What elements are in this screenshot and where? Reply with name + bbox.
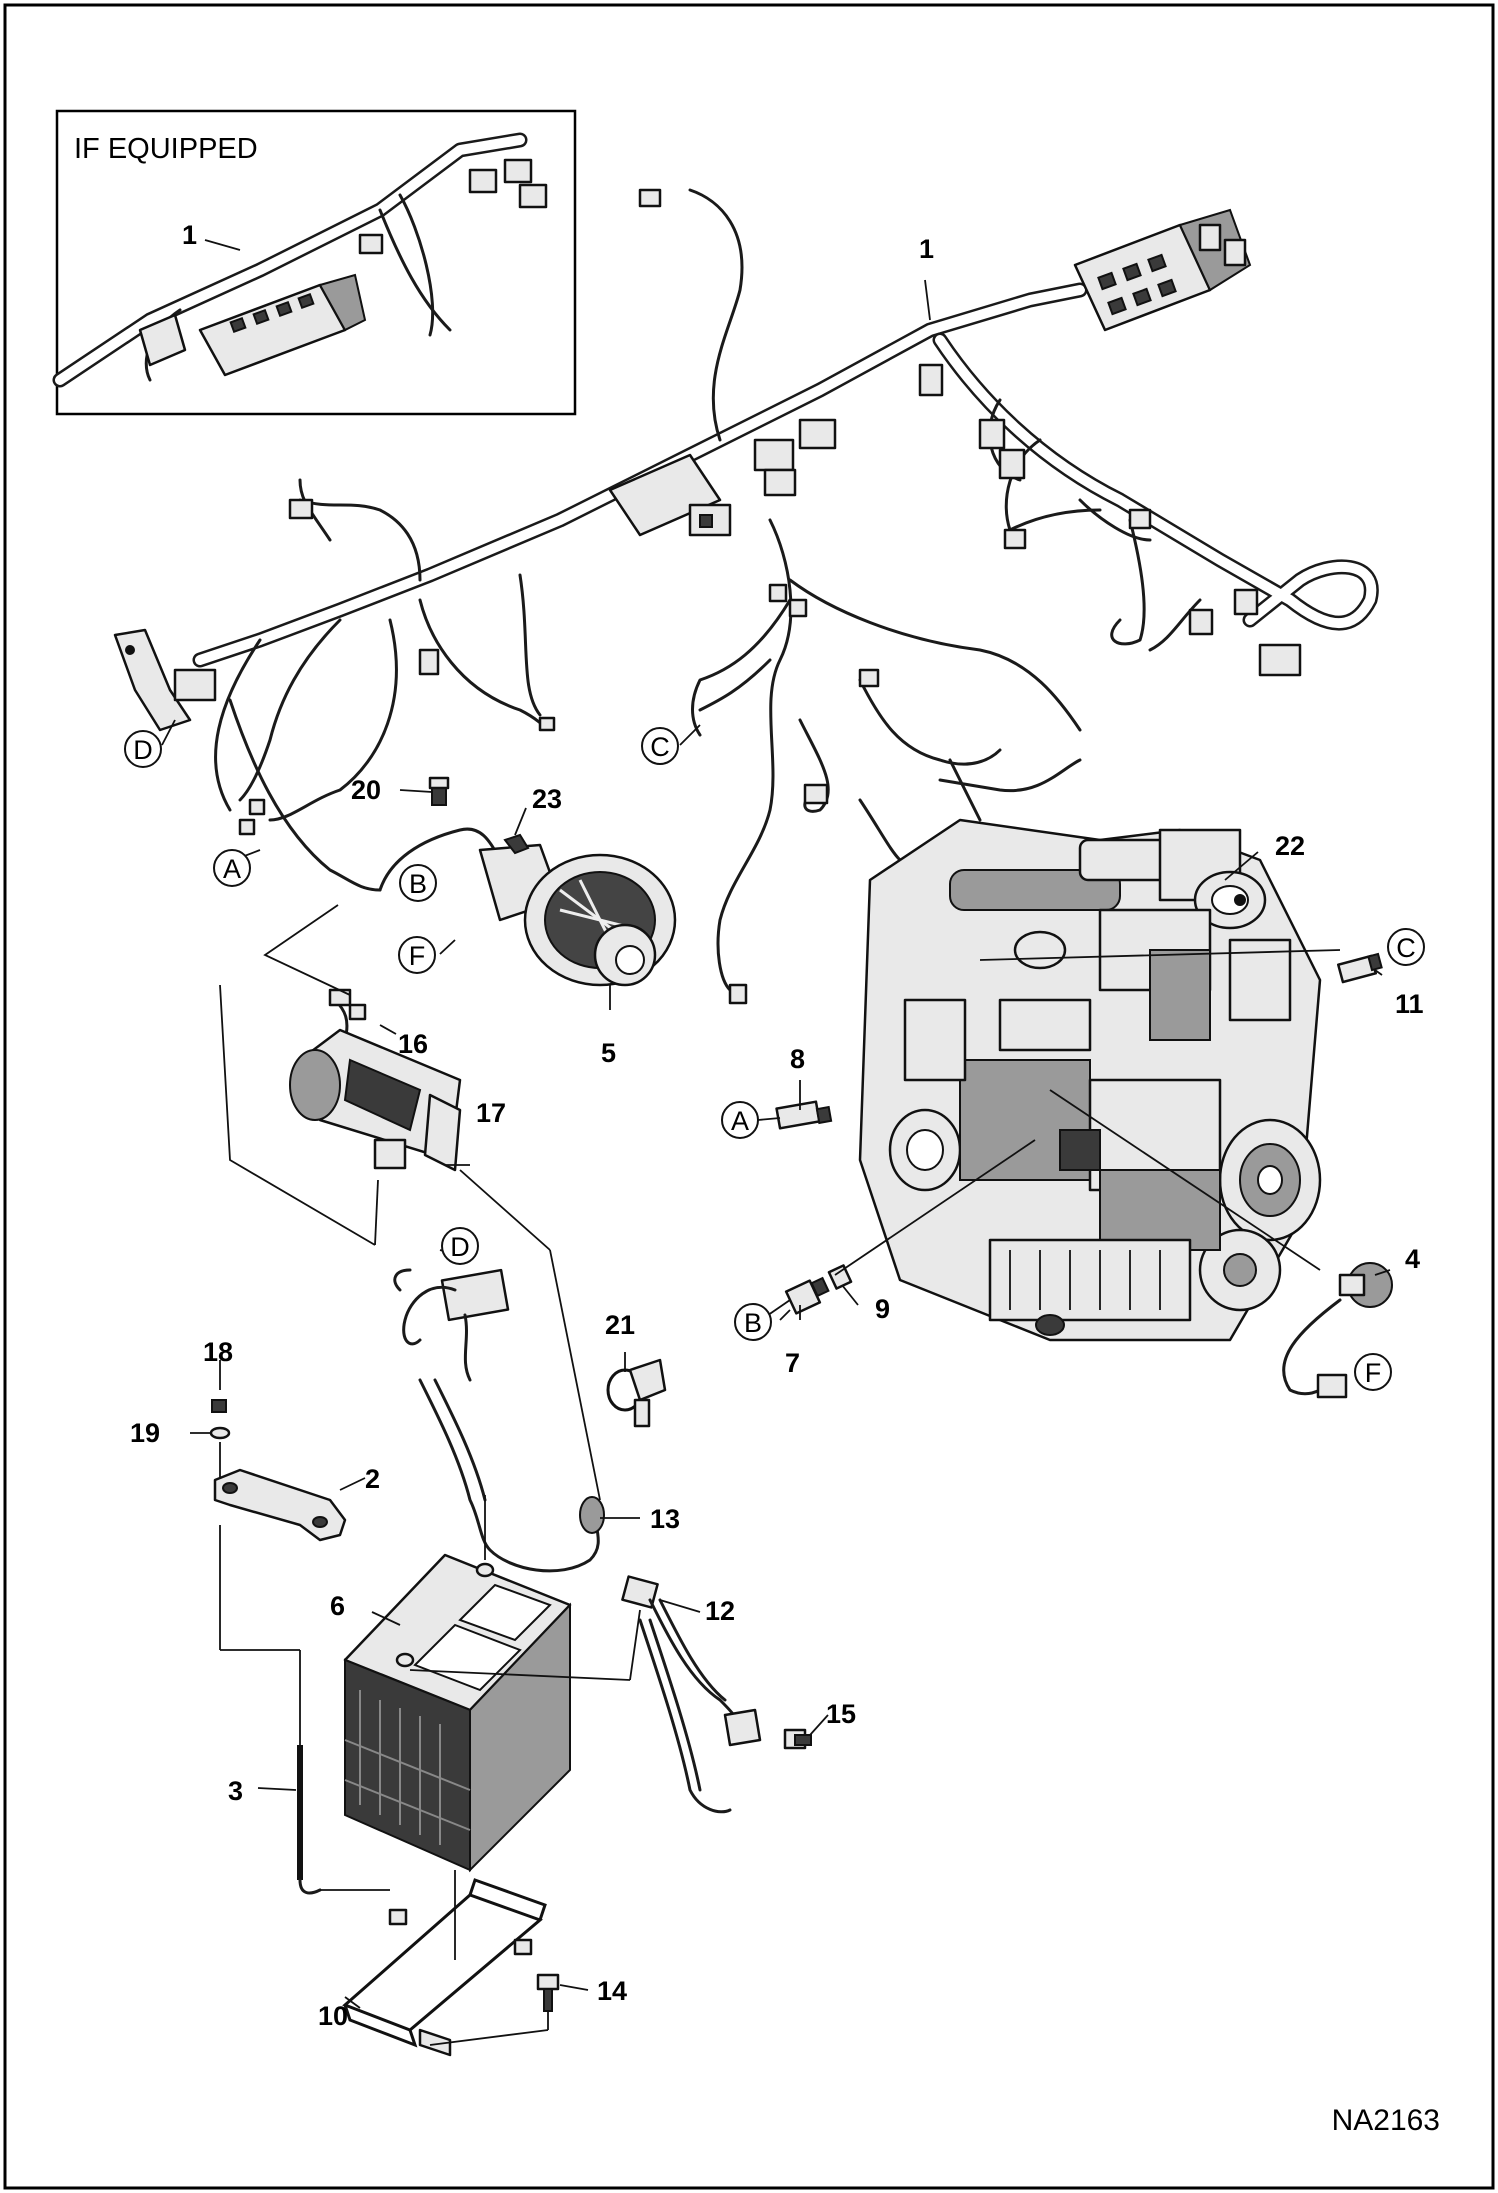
inset-panel: IF EQUIPPED 1 xyxy=(52,109,577,416)
svg-text:C: C xyxy=(650,732,670,762)
callout-2: 2 xyxy=(365,1464,380,1494)
callout-1: 1 xyxy=(919,234,934,264)
callout-8: 8 xyxy=(790,1044,805,1074)
connector-A-harness: A xyxy=(213,849,251,887)
inset-connectors xyxy=(358,158,548,255)
connector-B-sensor: B xyxy=(734,1303,772,1341)
svg-text:C: C xyxy=(1396,933,1416,963)
bolt-14 xyxy=(536,1973,560,2012)
callout-5: 5 xyxy=(601,1038,616,1068)
connector-D-harness: D xyxy=(124,730,162,768)
callout-13: 13 xyxy=(650,1504,680,1534)
callout-23: 23 xyxy=(532,784,562,814)
sensor-7 xyxy=(784,1276,830,1315)
sensor-8 xyxy=(775,1100,833,1130)
callout-7: 7 xyxy=(785,1348,800,1378)
harness-mount-bracket xyxy=(113,628,217,732)
svg-text:B: B xyxy=(744,1308,762,1338)
svg-text:F: F xyxy=(1365,1358,1382,1388)
hold-down-bracket xyxy=(213,1468,347,1542)
callout-6: 6 xyxy=(330,1591,345,1621)
connector-F-harness: F xyxy=(398,936,436,974)
battery-tray xyxy=(342,1878,547,2057)
clamp-21 xyxy=(606,1358,667,1428)
svg-text:F: F xyxy=(409,941,426,971)
inset-callout-1: 1 xyxy=(182,220,241,251)
callout-15: 15 xyxy=(826,1699,856,1729)
callout-4: 4 xyxy=(1405,1244,1420,1274)
figure-id: NA2163 xyxy=(1332,2104,1440,2137)
callout-19: 19 xyxy=(130,1418,160,1448)
battery xyxy=(343,1553,572,1873)
callout-10: 10 xyxy=(318,2001,348,2031)
callout-17: 17 xyxy=(476,1098,506,1128)
callout-22: 22 xyxy=(1275,831,1305,861)
svg-text:A: A xyxy=(731,1106,749,1136)
svg-text:A: A xyxy=(223,854,241,884)
bolt-20 xyxy=(428,776,450,806)
callout-14: 14 xyxy=(597,1976,627,2006)
nut-18 xyxy=(211,1399,227,1413)
svg-text:D: D xyxy=(133,735,153,765)
harness-connectors xyxy=(238,188,1302,1005)
page-border xyxy=(3,3,1495,2190)
starter-group-brackets xyxy=(219,904,379,1246)
callout-21: 21 xyxy=(605,1310,635,1340)
connector-C-harness: C xyxy=(641,727,679,765)
connector-F-sensor: F xyxy=(1354,1353,1392,1391)
nut-23 xyxy=(503,833,530,855)
connector-A-sensor: A xyxy=(721,1101,759,1139)
connector-callouts: A A B B C C D D xyxy=(124,727,1425,1391)
connector-B-harness: B xyxy=(399,864,437,902)
starter-motor xyxy=(289,1028,462,1172)
bolt-15 xyxy=(783,1728,812,1750)
inset-callout-number: 1 xyxy=(182,220,197,250)
callout-9: 9 xyxy=(875,1294,890,1324)
callout-18: 18 xyxy=(203,1337,233,1367)
svg-text:B: B xyxy=(409,869,427,899)
callout-12: 12 xyxy=(705,1596,735,1626)
battery-cable-12 xyxy=(621,1575,762,1814)
washer-19 xyxy=(209,1426,231,1440)
engine xyxy=(858,818,1322,1342)
callout-20: 20 xyxy=(351,775,381,805)
battery-cable-13 xyxy=(393,1268,605,1573)
callout-11: 11 xyxy=(1395,989,1424,1019)
alternator xyxy=(478,843,677,987)
connector-D-cable: D xyxy=(441,1227,479,1265)
inset-fuse-block xyxy=(138,273,367,377)
callout-16: 16 xyxy=(398,1029,428,1059)
callout-numbers: 1 2 3 4 5 6 7 8 9 10 11 12 13 14 15 16 1… xyxy=(130,234,1424,2031)
svg-text:D: D xyxy=(450,1232,470,1262)
fitting-9 xyxy=(827,1264,853,1290)
callout-3: 3 xyxy=(228,1776,243,1806)
main-fuse-block xyxy=(1073,208,1252,332)
sensor-11 xyxy=(1336,952,1383,984)
sensor-4 xyxy=(1282,1262,1393,1399)
inset-label: IF EQUIPPED xyxy=(74,133,258,165)
connector-C-sensor: C xyxy=(1387,928,1425,966)
hold-down-rod xyxy=(297,1745,322,1895)
